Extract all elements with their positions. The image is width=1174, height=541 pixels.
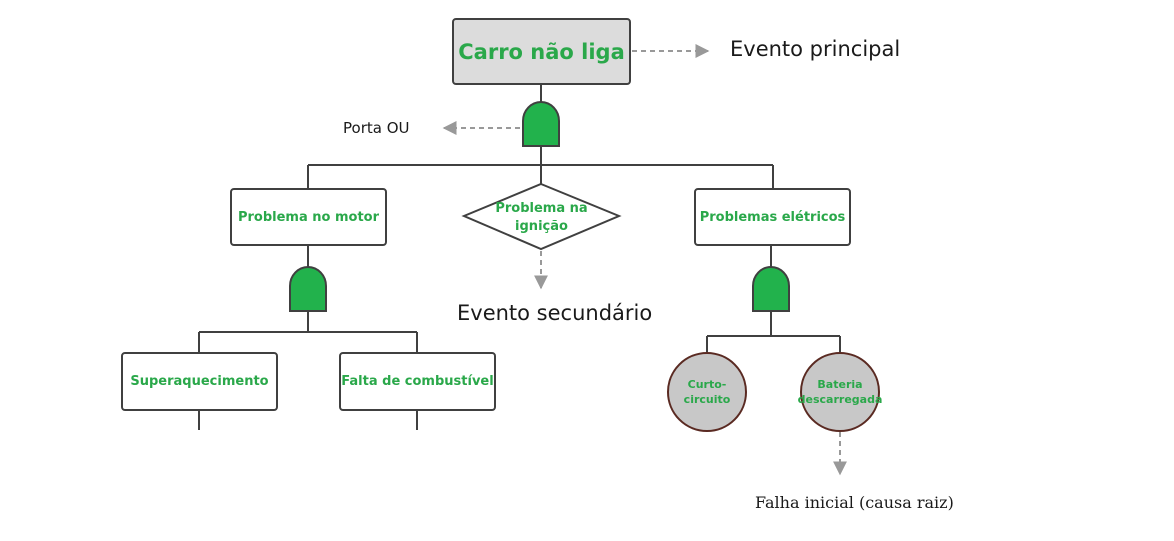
dead-battery-line2: descarregada — [797, 393, 883, 406]
short-circuit-line2: circuito — [683, 393, 731, 406]
ignition-event-diamond — [461, 182, 622, 251]
fuel-shortage-event-box: Falta de combustível — [339, 352, 496, 411]
connector-lines — [198, 84, 841, 430]
top-event-label: Carro não liga — [458, 39, 625, 64]
short-circuit-basic-event: Curto- circuito — [667, 352, 747, 432]
ignition-label-line2: ignição — [515, 219, 568, 234]
root-cause-annotation: Falha inicial (causa raiz) — [755, 493, 954, 512]
fuel-shortage-event-label: Falta de combustível — [341, 374, 494, 389]
ignition-label-line1: Problema na — [495, 201, 588, 216]
top-event-annotation: Evento principal — [730, 37, 901, 61]
overheating-event-label: Superaquecimento — [130, 374, 269, 389]
dead-battery-line1: Bateria — [817, 378, 863, 391]
electrical-or-gate-icon — [752, 266, 790, 312]
engine-or-gate-icon — [289, 266, 327, 312]
engine-event-label: Problema no motor — [237, 209, 380, 225]
top-event-box: Carro não liga — [452, 18, 631, 85]
secondary-event-annotation: Evento secundário — [457, 301, 653, 325]
ignition-event-label: Problema na ignição — [476, 200, 607, 236]
top-or-gate-icon — [522, 101, 560, 147]
gate-annotation: Porta OU — [343, 119, 410, 137]
overheating-event-box: Superaquecimento — [121, 352, 278, 411]
short-circuit-line1: Curto- — [687, 378, 727, 391]
dead-battery-basic-event: Bateria descarregada — [797, 352, 883, 432]
electrical-event-label: Problemas elétricos — [699, 209, 846, 225]
electrical-event-box: Problemas elétricos — [694, 188, 851, 246]
engine-event-box: Problema no motor — [230, 188, 387, 246]
